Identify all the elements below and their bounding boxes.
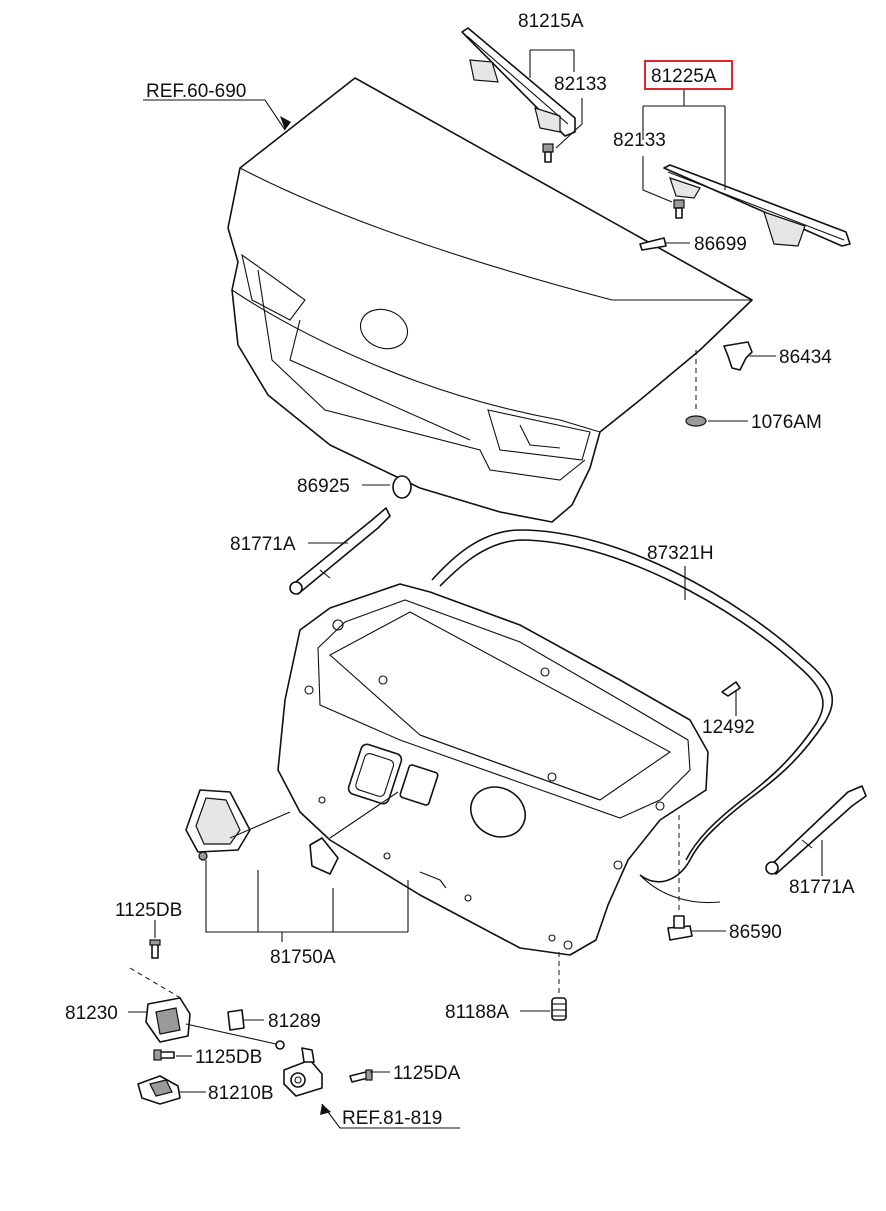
emblem-recess — [359, 308, 409, 350]
bolt-1125DB-top — [149, 939, 161, 959]
bolt-82133-right — [673, 199, 685, 219]
trunk-trim-81750A — [277, 583, 709, 956]
bumper-86434 — [723, 341, 753, 371]
bolt-82133-top — [542, 143, 554, 163]
label-81210B: 81210B — [208, 1083, 274, 1104]
cover-small — [309, 837, 339, 875]
actuator-ref81-819 — [283, 1047, 323, 1097]
label-81750A: 81750A — [270, 947, 336, 968]
label-86590: 86590 — [729, 922, 782, 943]
screw-12492 — [721, 681, 741, 697]
bolt-1125DA — [349, 1069, 373, 1083]
cover-left — [185, 789, 251, 853]
label-82133-top: 82133 — [554, 74, 607, 95]
label-81771A-right: 81771A — [789, 877, 855, 898]
hinge-81225A — [663, 164, 851, 247]
label-81188A: 81188A — [445, 1002, 509, 1023]
label-86925: 86925 — [297, 476, 350, 497]
grommet-86590 — [667, 815, 693, 941]
highlight-box — [644, 60, 733, 90]
clip-81289 — [227, 1009, 245, 1031]
trunk-lid-outer — [227, 77, 753, 523]
label-82133-right: 82133 — [613, 130, 666, 151]
label-1076AM: 1076AM — [751, 412, 822, 433]
label-12492: 12492 — [702, 717, 755, 738]
label-81225A: 81225A — [651, 66, 717, 87]
label-86434: 86434 — [779, 347, 832, 368]
label-81771A-left: 81771A — [230, 534, 296, 555]
label-81289: 81289 — [268, 1011, 321, 1032]
label-1125DB-top: 1125DB — [115, 900, 182, 921]
label-81215A: 81215A — [518, 11, 584, 32]
bolt-1125DB-mid — [153, 1049, 175, 1061]
gas-strut-right — [765, 785, 867, 875]
label-1125DB-mid: 1125DB — [195, 1047, 262, 1068]
label-ref81-819: REF.81-819 — [342, 1108, 442, 1129]
striker-81210B — [137, 1075, 181, 1105]
label-ref60-690: REF.60-690 — [146, 81, 246, 102]
bolt-86699 — [639, 237, 667, 251]
plug-86925 — [392, 475, 412, 499]
label-86699: 86699 — [694, 234, 747, 255]
label-87321H: 87321H — [647, 543, 714, 564]
trim-handle-recess — [470, 786, 526, 838]
hinge-81215A — [461, 27, 576, 137]
label-1125DA: 1125DA — [393, 1063, 461, 1084]
label-81230: 81230 — [65, 1003, 118, 1024]
gas-strut-left — [289, 507, 391, 595]
clip — [198, 851, 208, 861]
grommet-1076AM — [685, 350, 707, 427]
latch-81230 — [145, 997, 285, 1050]
spring-81188A — [551, 952, 567, 1021]
